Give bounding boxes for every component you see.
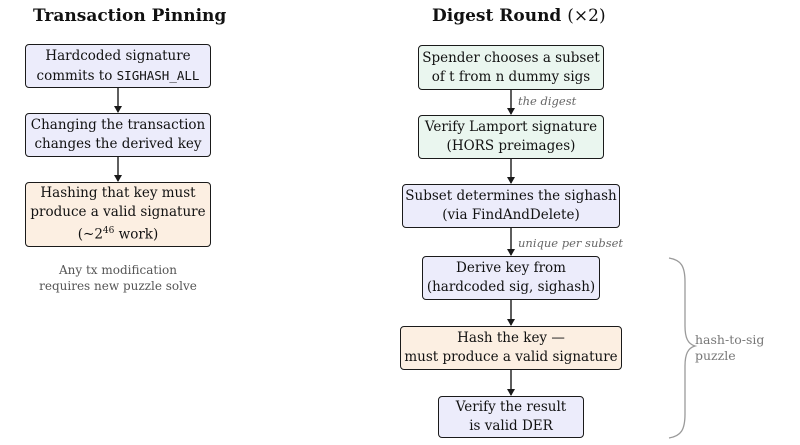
right-box5-line2: must produce a valid signature <box>404 349 618 365</box>
right-box3-line1: Subset determines the sighash <box>405 188 617 204</box>
left-box2-line1: Changing the transaction <box>30 117 206 133</box>
right-title-main: Digest Round <box>432 6 562 26</box>
right-title-suffix: (×2) <box>567 6 606 26</box>
left-note-line1: Any tx modification <box>58 263 177 277</box>
left-note-line2: requires new puzzle solve <box>39 279 197 293</box>
left-title: Transaction Pinning <box>33 6 227 26</box>
left-box2-line2: changes the derived key <box>34 136 202 152</box>
right-title: Digest Round (×2) <box>432 6 606 26</box>
right-box2-line1: Verify Lamport signature <box>424 119 598 135</box>
left-box-hash-key: Hashing that key must produce a valid si… <box>25 182 211 247</box>
right-box2-line2: (HORS preimages) <box>446 138 576 154</box>
edge-label-digest: the digest <box>518 94 577 108</box>
right-box1-line2: of t from n dummy sigs <box>431 68 591 85</box>
right-box6-line2: is valid DER <box>469 418 553 434</box>
left-box-change-tx: Changing the transaction changes the der… <box>25 113 211 157</box>
left-box1-line2: commits to SIGHASH_ALL <box>36 67 200 84</box>
right-box-verify-lamport: Verify Lamport signature (HORS preimages… <box>418 115 604 159</box>
brace-label-line1: hash-to-sig <box>695 332 765 347</box>
brace-label: hash-to-sig puzzle <box>695 332 764 364</box>
right-box-subset-sighash: Subset determines the sighash (via FindA… <box>402 184 620 228</box>
left-box3-line2: produce a valid signature <box>30 204 206 221</box>
right-box4-line2: (hardcoded sig, sighash) <box>426 279 596 295</box>
right-box6-line1: Verify the result <box>455 399 567 415</box>
left-box3-line1: Hashing that key must <box>40 185 196 202</box>
right-box3-line2: (via FindAndDelete) <box>442 207 580 223</box>
left-note: Any tx modification requires new puzzle … <box>30 262 206 294</box>
curly-brace <box>668 257 698 439</box>
right-box4-line1: Derive key from <box>456 260 566 276</box>
right-box-verify-der: Verify the result is valid DER <box>438 396 584 438</box>
right-box-spender-chooses: Spender chooses a subset of t from n dum… <box>418 45 604 90</box>
right-box5-line1: Hash the key — <box>457 330 565 346</box>
left-box-signature-commit: Hardcoded signature commits to SIGHASH_A… <box>25 44 211 88</box>
right-box-hash-key: Hash the key — must produce a valid sign… <box>400 326 622 370</box>
brace-label-line2: puzzle <box>695 348 736 363</box>
edge-label-unique: unique per subset <box>518 236 624 250</box>
left-box1-line1: Hardcoded signature <box>45 47 191 64</box>
left-box3-line3: (~246 work) <box>77 226 159 243</box>
right-box1-line1: Spender chooses a subset <box>422 49 600 66</box>
right-box-derive-key: Derive key from (hardcoded sig, sighash) <box>422 256 600 300</box>
